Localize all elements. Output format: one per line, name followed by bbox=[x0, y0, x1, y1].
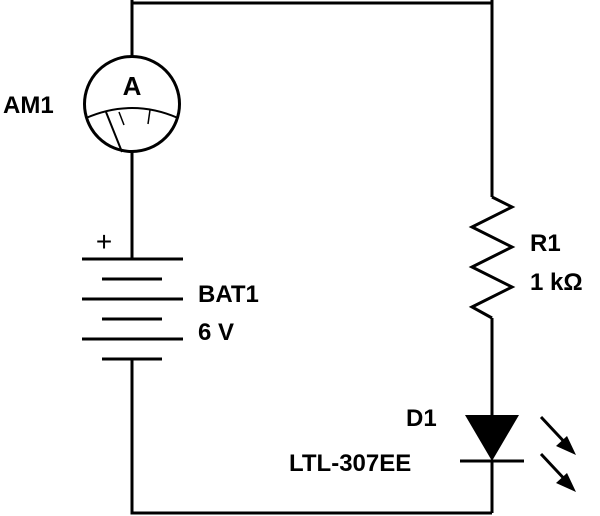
top-wire bbox=[130, 0, 494, 5]
ammeter-tick bbox=[147, 109, 151, 125]
wires bbox=[130, 0, 494, 515]
led-diode: D1 LTL-307EE bbox=[289, 405, 576, 492]
resistor-value-label: 1 kΩ bbox=[530, 269, 583, 296]
left-bottom-wire bbox=[130, 358, 492, 515]
resistor-zigzag bbox=[468, 195, 516, 320]
battery-plus-mark: + bbox=[96, 226, 112, 257]
resistor-ref-label: R1 bbox=[530, 230, 561, 257]
diode-part-label: LTL-307EE bbox=[289, 450, 411, 477]
battery-value-label: 6 V bbox=[198, 319, 234, 346]
ammeter-tick bbox=[118, 111, 125, 126]
diode-ref-label: D1 bbox=[406, 405, 437, 432]
battery-ref-label: BAT1 bbox=[198, 281, 259, 308]
ammeter-ref-label: AM1 bbox=[3, 92, 54, 119]
diode-triangle bbox=[465, 415, 519, 461]
ammeter-scale-arc bbox=[85, 107, 179, 119]
ammeter: A AM1 bbox=[3, 55, 181, 153]
ammeter-needle bbox=[105, 111, 123, 153]
ammeter-letter: A bbox=[123, 71, 142, 101]
light-emission-arrows-icon bbox=[539, 415, 576, 492]
resistor: R1 1 kΩ bbox=[468, 195, 583, 320]
ammeter-body bbox=[83, 55, 181, 153]
battery: + BAT1 6 V bbox=[82, 226, 259, 361]
